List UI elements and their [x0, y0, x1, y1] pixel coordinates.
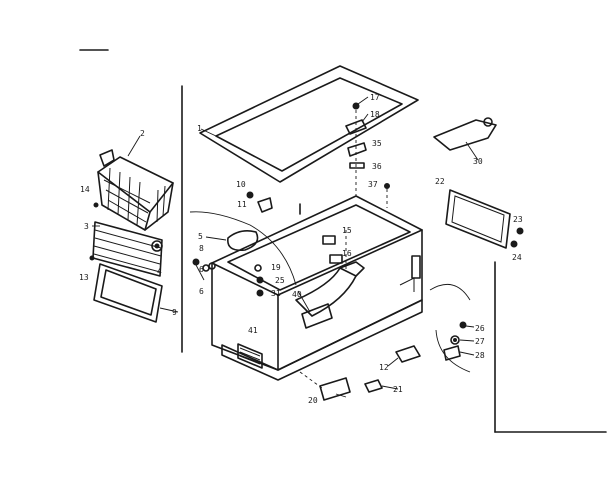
callout-37: 37	[368, 180, 378, 189]
callout-28: 28	[475, 351, 485, 360]
part-21	[364, 379, 383, 393]
callout-12: 12	[379, 363, 389, 372]
callout-18: 18	[370, 110, 380, 119]
drain-plug	[151, 240, 163, 252]
door-panel	[93, 263, 163, 323]
callout-6a: 6	[199, 265, 204, 274]
latch-knob	[483, 117, 493, 127]
screw-14	[93, 202, 99, 208]
callout-10: 10	[236, 180, 246, 189]
hardware-group-right	[435, 321, 471, 373]
callout-13: 13	[79, 273, 89, 282]
screw-24	[510, 240, 518, 248]
power-cord	[227, 230, 259, 252]
part-31	[256, 289, 264, 297]
screw-17	[352, 102, 360, 110]
part-19	[254, 264, 262, 272]
latch-30	[433, 119, 497, 151]
divider-arc	[429, 283, 471, 301]
part-20	[319, 377, 351, 401]
hardware-group-left	[192, 258, 216, 281]
part-25	[256, 276, 264, 284]
callout-24: 24	[512, 253, 522, 262]
part-12	[395, 345, 421, 363]
callout-35: 35	[372, 139, 382, 148]
screw-37	[384, 183, 390, 189]
callout-31: 31	[271, 289, 281, 298]
callout-1: 1	[197, 124, 202, 133]
callout-9: 9	[172, 308, 177, 317]
callout-19: 19	[271, 263, 281, 272]
callout-25: 25	[275, 276, 285, 285]
vent-grille	[237, 343, 263, 369]
panel-22-inner	[451, 195, 505, 243]
bolt-10	[246, 191, 254, 199]
screw-13	[89, 255, 95, 261]
callout-16: 16	[342, 249, 352, 258]
callout-2: 2	[140, 129, 145, 138]
thermostat-40	[301, 303, 333, 329]
wire-basket	[97, 149, 174, 231]
part-15	[322, 235, 336, 245]
divider-grille	[92, 221, 163, 277]
freezer-cabinet	[211, 195, 423, 381]
callout-8: 8	[199, 244, 204, 253]
callout-40: 40	[292, 290, 302, 299]
callout-27: 27	[475, 337, 485, 346]
bracket-11	[257, 197, 273, 213]
callout-14: 14	[80, 185, 90, 194]
callout-23: 23	[513, 215, 523, 224]
callout-5: 5	[198, 232, 203, 241]
callout-3: 3	[84, 222, 89, 231]
callout-4: 4	[157, 267, 162, 276]
panel-22	[445, 189, 511, 249]
leader-20	[299, 371, 323, 389]
lid-frame	[199, 65, 419, 183]
callout-11: 11	[237, 200, 247, 209]
callout-20: 20	[308, 396, 318, 405]
callout-26: 26	[475, 324, 485, 333]
hinge-plate-35	[347, 142, 367, 157]
callout-30: 30	[473, 157, 483, 166]
shim-36	[349, 162, 365, 169]
hinge-18	[345, 119, 367, 135]
callout-22: 22	[435, 177, 445, 186]
callout-6b: 6	[199, 287, 204, 296]
screw-23	[516, 227, 524, 235]
part-16	[329, 254, 343, 264]
callout-41: 41	[248, 326, 258, 335]
callout-36: 36	[372, 162, 382, 171]
callout-21: 21	[393, 385, 403, 394]
callout-17: 17	[370, 93, 380, 102]
cord-path	[189, 211, 297, 286]
callout-15: 15	[342, 226, 352, 235]
